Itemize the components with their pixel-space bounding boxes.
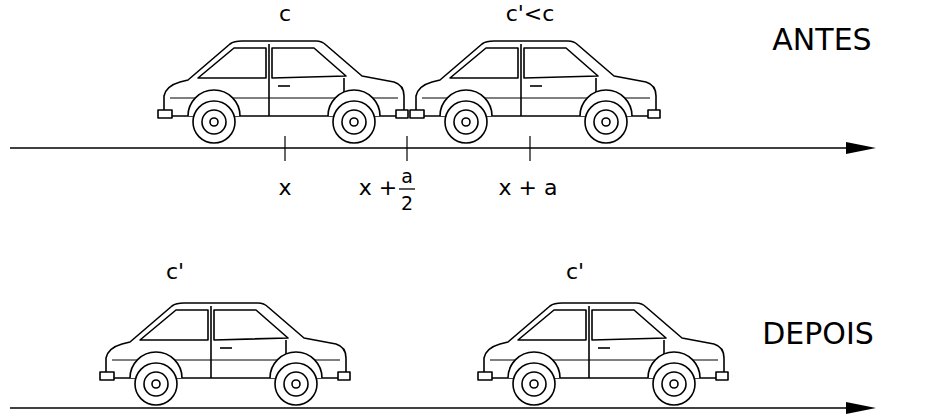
fraction-denominator: 2 — [401, 194, 413, 213]
speed-label: c'<c — [506, 3, 555, 25]
position-label: x — [278, 177, 291, 199]
position-label: x + a — [499, 177, 558, 199]
state-heading: ANTES — [772, 25, 871, 55]
fraction-numerator: a — [401, 167, 413, 186]
speed-label: c' — [166, 261, 184, 283]
position-label: x + — [359, 177, 397, 199]
state-heading: DEPOIS — [762, 319, 874, 349]
speed-label: c' — [566, 261, 584, 283]
speed-label: c — [279, 3, 291, 25]
